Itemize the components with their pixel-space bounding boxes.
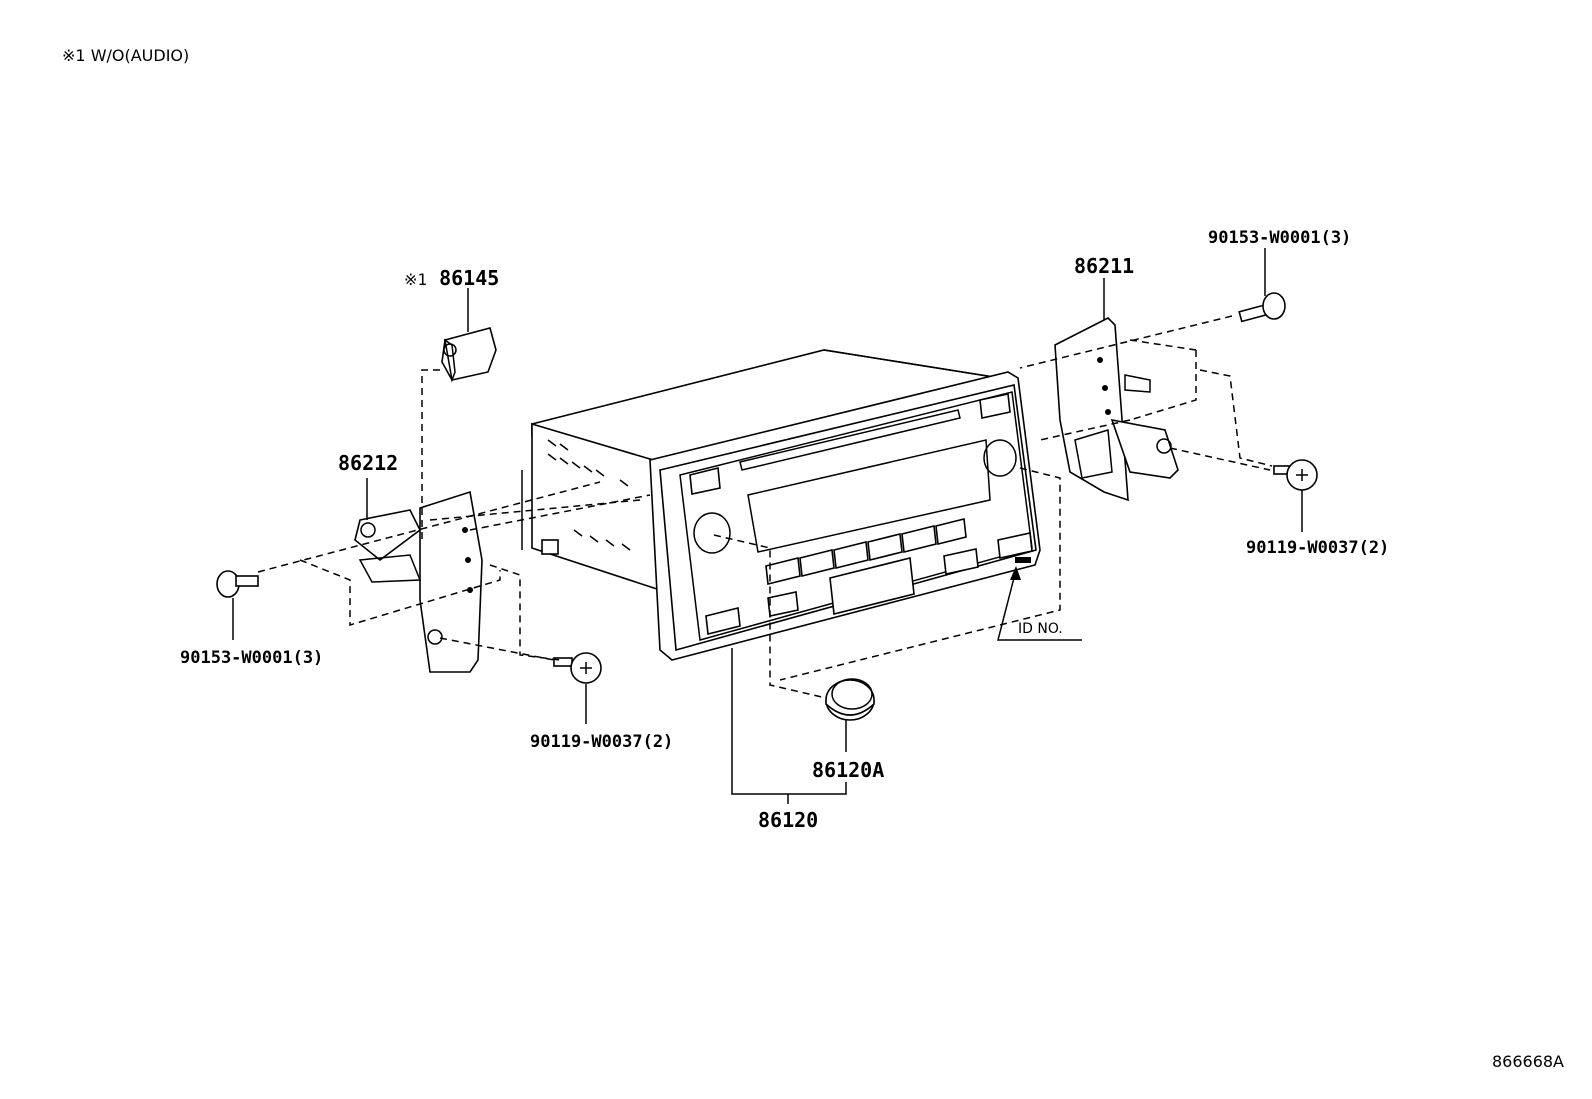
- label-86120: 86120: [758, 808, 819, 832]
- bracket-86211: [1054, 317, 1179, 502]
- label-90153-left: 90153-W0001(3): [180, 648, 324, 668]
- note-text: W/O(AUDIO): [90, 46, 190, 65]
- bracket-86212: [354, 490, 483, 673]
- note-mark: ※1: [62, 46, 86, 65]
- screw-90153-right: [1238, 292, 1286, 323]
- screw-90153-left: [216, 570, 259, 598]
- screw-90119-right: [1273, 459, 1318, 491]
- screw-90119-left: [553, 652, 602, 684]
- leader-lines: [232, 248, 1303, 804]
- diagram-code: 866668A: [1491, 1052, 1564, 1071]
- label-86211: 86211: [1074, 254, 1135, 278]
- label-90119-right: 90119-W0037(2): [1246, 538, 1390, 558]
- label-90119-left: 90119-W0037(2): [530, 732, 674, 752]
- label-86145: ※1 86145: [404, 266, 499, 290]
- part-86145: [441, 327, 497, 383]
- label-86212: 86212: [338, 451, 399, 475]
- assembly-lines: [257, 315, 1273, 699]
- label-86145-number: 86145: [439, 266, 500, 290]
- radio-faceplate: [649, 371, 1041, 661]
- label-86120A: 86120A: [812, 758, 885, 782]
- label-86145-mark: ※1: [404, 270, 428, 289]
- label-id-no: ID NO.: [1018, 621, 1063, 637]
- note-without-audio: ※1 W/O(AUDIO): [62, 46, 189, 65]
- knob-86120A: [825, 678, 875, 721]
- radio-chassis: [521, 349, 1001, 592]
- label-90153-right: 90153-W0001(3): [1208, 228, 1352, 248]
